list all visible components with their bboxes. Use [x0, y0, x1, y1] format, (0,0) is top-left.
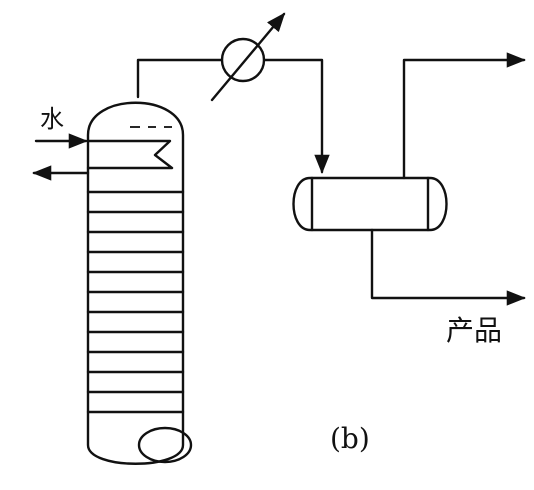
overhead-line — [136, 12, 330, 174]
distillation-column — [86, 101, 193, 465]
cooling-coil: 水 — [32, 105, 174, 181]
vapor-line — [136, 58, 224, 99]
condenser-arrow — [210, 12, 286, 102]
column-shell — [86, 101, 185, 465]
product-label: 产品 — [446, 314, 502, 347]
product-line — [370, 228, 526, 306]
figure-label: (b) — [330, 422, 370, 455]
reflux-drum — [292, 176, 448, 232]
column-trays — [86, 190, 185, 414]
condensate-line — [262, 58, 330, 174]
water-label: 水 — [40, 105, 64, 133]
vent-line — [402, 52, 526, 180]
drum-shell — [292, 176, 448, 232]
column-bottom-oval — [137, 426, 193, 464]
coil-zigzag — [86, 139, 174, 170]
